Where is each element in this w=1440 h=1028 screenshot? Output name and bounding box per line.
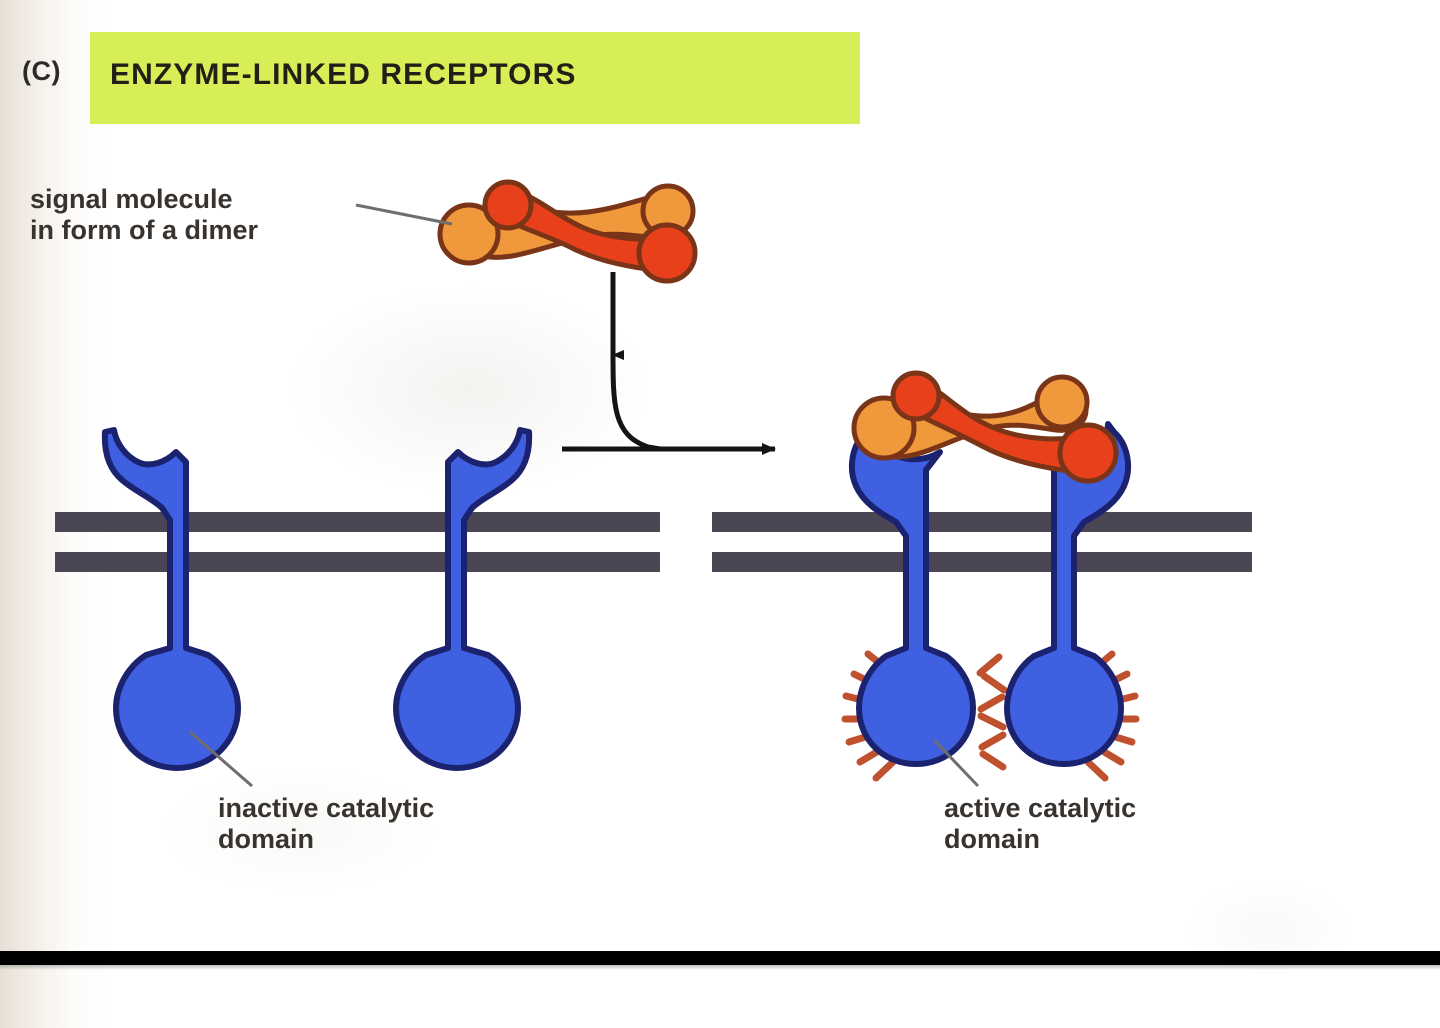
receptor-inactive-left (101, 427, 241, 771)
label-inactive-catalytic-domain: inactive catalytic domain (218, 793, 435, 855)
receptor-active-left (848, 421, 976, 767)
panel-letter: (C) (22, 56, 61, 86)
transition-arrow (562, 272, 776, 455)
membrane-right (712, 512, 1252, 572)
leader-line-active-domain (932, 738, 980, 788)
label-active-catalytic-domain: active catalytic domain (944, 793, 1137, 855)
signal-molecule-dimer-free (437, 179, 698, 284)
membrane-left (55, 512, 660, 572)
title-highlight-bar (90, 32, 860, 124)
bottom-rule-shadow (0, 965, 1440, 970)
receptor-inactive-right (393, 427, 533, 771)
bottom-rule (0, 951, 1440, 965)
signal-molecule-dimer-bound (851, 370, 1119, 484)
leader-line-inactive-domain (189, 730, 253, 788)
activation-rays-center (976, 653, 1008, 771)
label-signal-molecule: signal molecule in form of a dimer (30, 184, 259, 246)
leader-line-signal-molecule (355, 203, 453, 226)
page-title: ENZYME-LINKED RECEPTORS (110, 58, 577, 91)
panel-header: (C) ENZYME-LINKED RECEPTORS (0, 0, 1440, 140)
